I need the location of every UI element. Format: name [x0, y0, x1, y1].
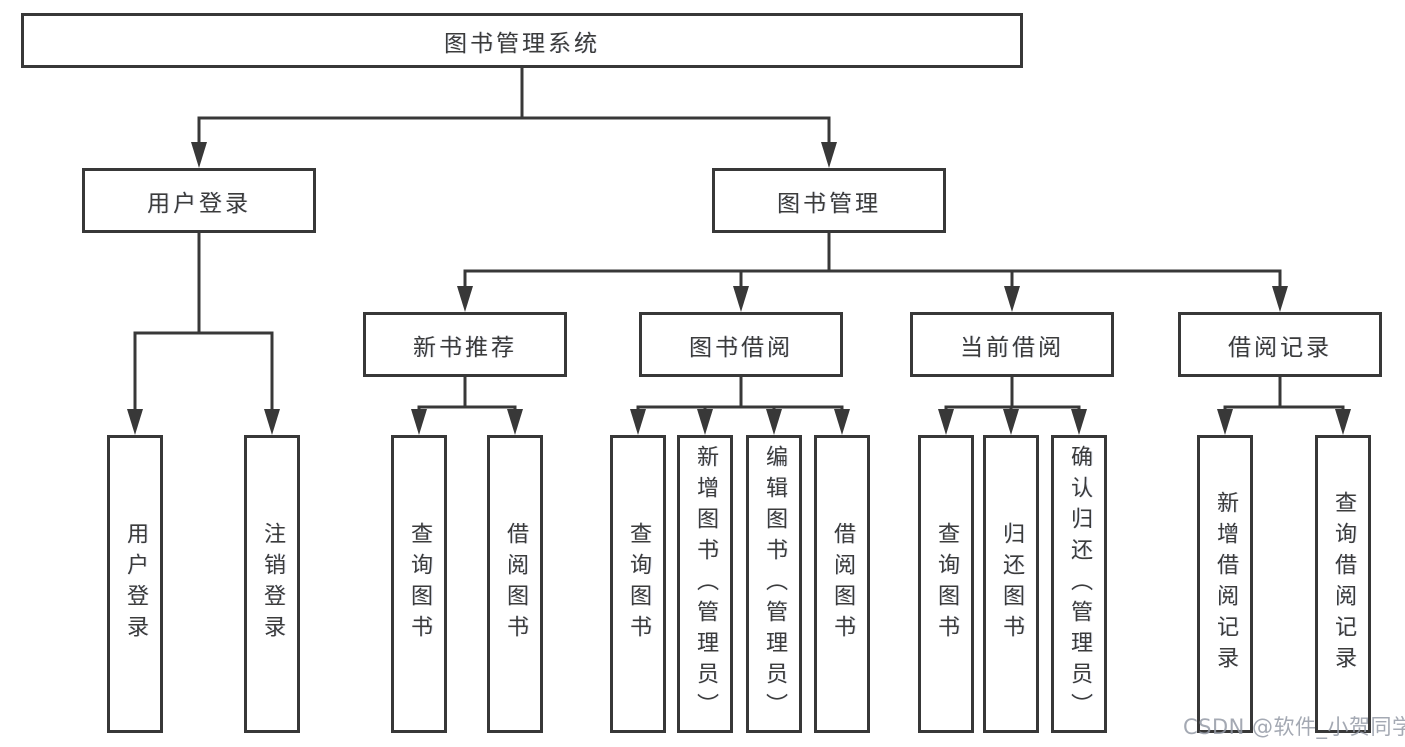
- node-book-management: 图书管理: [712, 168, 946, 233]
- node-current-borrowing: 当前借阅: [910, 312, 1114, 377]
- arrowhead: [507, 409, 523, 435]
- node-book-borrowing: 图书借阅: [639, 312, 843, 377]
- node-borrowing-records: 借阅记录: [1178, 312, 1382, 377]
- connector-userlogin-to-leaves: [127, 233, 280, 435]
- leaf-user-login: 用户登录: [107, 435, 163, 733]
- leaf-label: 确认归还（管理员）: [1067, 444, 1092, 724]
- leaf-return-books: 归还图书: [983, 435, 1039, 733]
- arrowhead: [834, 409, 850, 435]
- arrowhead: [1003, 409, 1019, 435]
- leaf-label: 借阅图书: [503, 522, 528, 646]
- leaf-borrow-books-recommend: 借阅图书: [487, 435, 543, 733]
- arrowhead: [821, 142, 837, 168]
- leaf-label: 查询借阅记录: [1331, 491, 1356, 677]
- leaf-add-borrow-record: 新增借阅记录: [1197, 435, 1253, 733]
- leaf-query-borrow-record: 查询借阅记录: [1315, 435, 1371, 733]
- connector-bookmgmt-to-level3: [457, 233, 1288, 312]
- arrowhead: [264, 409, 280, 435]
- leaf-logout: 注销登录: [244, 435, 300, 733]
- node-user-login: 用户登录: [82, 168, 316, 233]
- connector-borrowing-to-leaves: [630, 377, 850, 435]
- arrowhead: [630, 409, 646, 435]
- connector-newbooks-to-leaves: [411, 377, 523, 435]
- leaf-label: 归还图书: [999, 522, 1024, 646]
- connector-current-to-leaves: [938, 377, 1087, 435]
- leaf-label: 新增借阅记录: [1213, 491, 1238, 677]
- arrowhead: [733, 286, 749, 312]
- leaf-edit-book-admin: 编辑图书（管理员）: [746, 435, 802, 733]
- leaf-confirm-return-admin: 确认归还（管理员）: [1051, 435, 1107, 733]
- arrowhead: [1217, 409, 1233, 435]
- leaf-query-books-current: 查询图书: [918, 435, 974, 733]
- leaf-borrow-books: 借阅图书: [814, 435, 870, 733]
- arrowhead: [938, 409, 954, 435]
- leaf-label: 编辑图书（管理员）: [762, 444, 787, 724]
- node-new-book-recommend: 新书推荐: [363, 312, 567, 377]
- leaf-label: 注销登录: [260, 522, 285, 646]
- leaf-label: 用户登录: [123, 522, 148, 646]
- leaf-label: 借阅图书: [830, 522, 855, 646]
- leaf-query-books-borrowing: 查询图书: [610, 435, 666, 733]
- arrowhead: [766, 409, 782, 435]
- leaf-query-books-recommend: 查询图书: [391, 435, 447, 733]
- arrowhead: [697, 409, 713, 435]
- arrowhead: [411, 409, 427, 435]
- arrowhead: [1071, 409, 1087, 435]
- arrowhead: [1004, 286, 1020, 312]
- csdn-watermark: CSDN @软件_小贺同学: [1183, 715, 1405, 739]
- arrowhead: [191, 142, 207, 168]
- arrowhead: [1335, 409, 1351, 435]
- leaf-label: 查询图书: [407, 522, 432, 646]
- leaf-label: 新增图书（管理员）: [693, 444, 718, 724]
- arrowhead: [127, 409, 143, 435]
- node-library-system: 图书管理系统: [21, 13, 1023, 68]
- leaf-label: 查询图书: [626, 522, 651, 646]
- leaf-add-book-admin: 新增图书（管理员）: [677, 435, 733, 733]
- leaf-label: 查询图书: [934, 522, 959, 646]
- connector-records-to-leaves: [1217, 377, 1351, 435]
- arrowhead: [457, 286, 473, 312]
- arrowhead: [1272, 286, 1288, 312]
- connector-root-to-level2: [191, 68, 837, 168]
